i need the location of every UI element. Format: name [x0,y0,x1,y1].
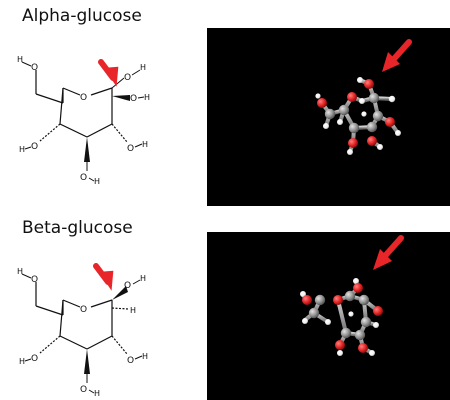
beta-c6-oh-o: O [31,275,38,285]
down-left-arrow-icon [98,59,119,87]
alpha-c1-o: O [124,73,131,83]
beta-c2-o: O [127,356,134,366]
beta-c3-o: O [80,385,87,395]
alpha-c3-h: H [94,177,100,186]
alpha-c1-o2: O [130,94,137,104]
alpha-c4-o: O [31,142,38,152]
alpha-3d-molecule [315,77,401,155]
alpha-c6-oh-h: H [17,55,23,64]
beta-c1-h: H [140,274,146,283]
beta-c4-o: O [31,354,38,364]
beta-c3-h: H [94,389,100,398]
alpha-c2-o: O [127,144,134,154]
down-left-arrow-icon [93,263,114,291]
beta-c2-h: H [142,352,148,361]
beta-c4-h: H [19,357,25,366]
alpha-ring-o: O [80,93,87,103]
beta-ring-o: O [80,305,87,315]
alpha-c6-oh-o: O [31,63,38,73]
alpha-c1-h: H [140,63,146,72]
alpha-glucose-title: Alpha-glucose [22,6,142,26]
beta-c1-h2: H [130,306,136,315]
alpha-c3-o: O [80,173,87,183]
alpha-glucose-structure: H O O O H O H O H O H O H [17,55,150,186]
alpha-c1-h2: H [144,93,150,102]
beta-3d-panel [207,232,450,400]
beta-c1-o: O [124,281,131,291]
beta-glucose-structure: H O O O H H O H O H O H [17,263,148,398]
beta-c6-oh-h: H [17,267,23,276]
alpha-c4-h: H [19,145,25,154]
down-left-arrow-icon [373,235,404,270]
beta-3d-molecule [300,278,383,356]
beta-glucose-title: Beta-glucose [22,218,133,238]
down-left-arrow-icon [382,39,412,72]
alpha-c2-h: H [142,140,148,149]
